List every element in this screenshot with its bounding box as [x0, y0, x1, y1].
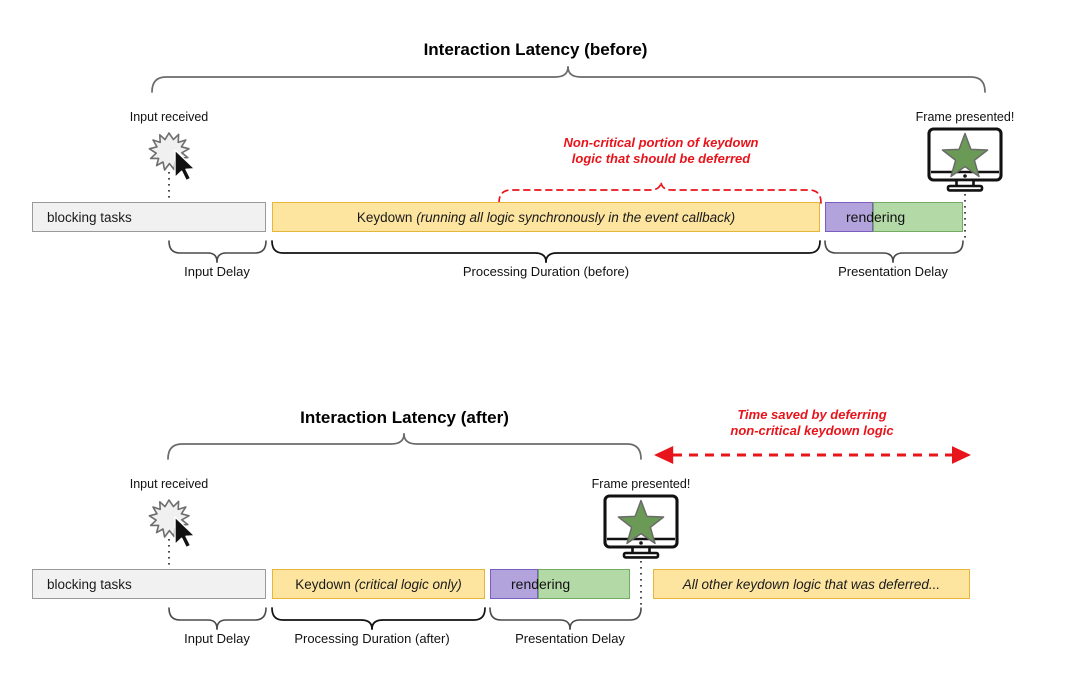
before-blocking-tasks-label: blocking tasks [47, 209, 132, 225]
input-burst-icon [148, 132, 190, 171]
after-processing-duration-label: Processing Duration (after) [294, 631, 450, 646]
before-section-title: Interaction Latency (before) [423, 40, 648, 59]
before-blocking-tasks-block[interactable]: blocking tasks [32, 202, 266, 232]
before-annotation-line1: Non-critical portion of keydown [563, 135, 759, 150]
after-rendering-label: rendering [511, 576, 571, 592]
after-deferred-label: All other keydown logic that was deferre… [682, 576, 941, 592]
after-keydown-label: Keydown (critical logic only) [295, 576, 462, 592]
after-latency-brace [167, 433, 642, 460]
before-phase-braces [168, 240, 267, 263]
before-input-received-label: Input received [129, 110, 209, 124]
monitor-frame-icon [927, 127, 1003, 192]
after-keydown-italic: (critical logic only) [354, 576, 462, 592]
after-annotation-line2: non-critical keydown logic [730, 422, 894, 438]
after-input-delay-label: Input Delay [184, 631, 250, 646]
before-latency-brace [151, 66, 986, 93]
before-annotation: Non-critical portion of keydown logic th… [501, 135, 821, 167]
cursor-arrow-icon-after [174, 516, 196, 549]
after-annotation: Time saved by deferring non-critical key… [653, 407, 971, 439]
before-frame-presented-label: Frame presented! [915, 110, 1015, 124]
after-blocking-tasks-block[interactable]: blocking tasks [32, 569, 266, 599]
before-annotation-line2: logic that should be deferred [571, 150, 751, 166]
before-keydown-block[interactable]: Keydown (running all logic synchronously… [272, 202, 820, 232]
star-icon [941, 132, 989, 178]
after-prerender-block[interactable] [490, 569, 538, 599]
after-keydown-block[interactable]: Keydown (critical logic only) [272, 569, 485, 599]
after-annotation-line1: Time saved by deferring [737, 407, 887, 422]
after-blocking-tasks-label: blocking tasks [47, 576, 132, 592]
after-input-received-label: Input received [129, 477, 209, 491]
before-rendering-label: rendering [846, 209, 906, 225]
monitor-frame-icon-after [603, 494, 679, 559]
before-keydown-italic: (running all logic synchronously in the … [416, 209, 736, 225]
after-rendering-block[interactable] [538, 569, 630, 599]
after-deferred-block[interactable]: All other keydown logic that was deferre… [653, 569, 970, 599]
after-input-delay-brace [168, 607, 267, 630]
after-presentation-delay-label: Presentation Delay [515, 631, 625, 646]
before-processing-duration-label: Processing Duration (before) [462, 264, 630, 279]
after-processing-brace [271, 607, 486, 630]
input-burst-icon-after [148, 499, 190, 538]
before-processing-brace [271, 240, 821, 263]
after-presentation-brace [489, 607, 642, 630]
before-presentation-brace [824, 240, 964, 263]
noncritical-red-brace [498, 180, 822, 204]
after-section-title: Interaction Latency (after) [300, 408, 509, 427]
cursor-arrow-icon [174, 149, 196, 182]
before-keydown-label: Keydown (running all logic synchronously… [356, 209, 736, 225]
before-prerender-block[interactable] [825, 202, 873, 232]
before-input-delay-label: Input Delay [184, 264, 250, 279]
before-presentation-delay-label: Presentation Delay [838, 264, 948, 279]
before-rendering-block[interactable] [873, 202, 963, 232]
star-icon-after [617, 499, 665, 545]
after-frame-presented-label: Frame presented! [591, 477, 691, 491]
